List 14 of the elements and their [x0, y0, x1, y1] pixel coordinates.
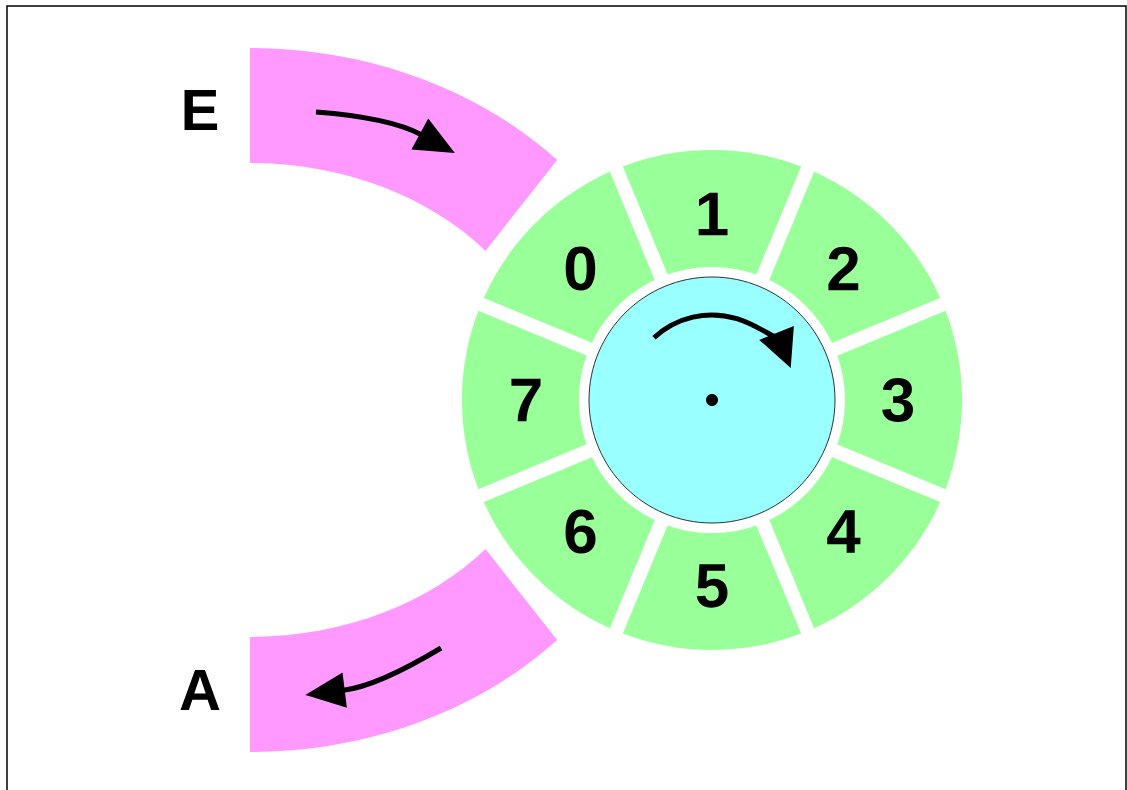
ring-segment: 4: [769, 457, 941, 629]
node-label: 7: [511, 378, 541, 422]
ring-segment: 2: [769, 171, 941, 343]
ring-segment: 5: [622, 525, 802, 651]
ring-segment: 7: [461, 310, 587, 490]
node-label: 5: [696, 564, 728, 608]
ring-segment: 3: [837, 310, 963, 490]
node-label: A: [180, 670, 220, 710]
node-label: 3: [882, 378, 914, 422]
node-label: E: [184, 90, 218, 130]
ring-segment: 6: [483, 457, 655, 629]
ring-segment: 1: [622, 149, 802, 275]
ring-segment: 0: [483, 171, 655, 343]
node-label: 1: [698, 192, 728, 236]
